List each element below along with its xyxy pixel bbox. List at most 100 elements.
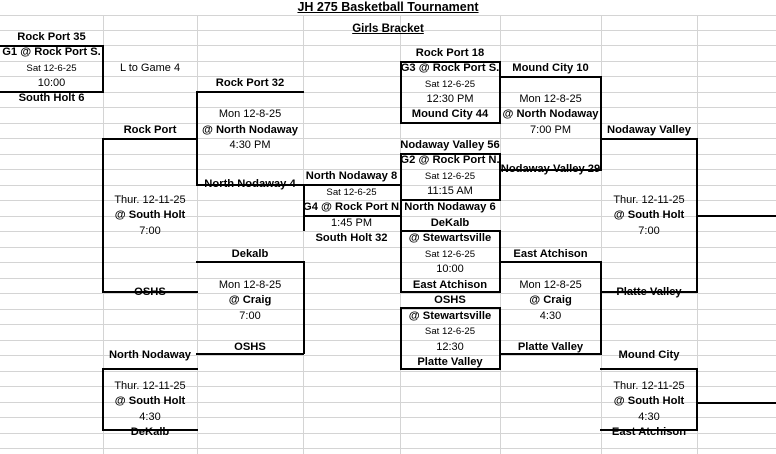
game-top-team: Nodaway Valley 56: [400, 139, 500, 151]
game-bottom-team: Platte Valley: [417, 356, 483, 368]
bracket-line: [102, 138, 198, 140]
round3-date: Thur. 12-11-25: [114, 194, 186, 206]
bracket-line: [499, 169, 602, 171]
grid-line-h: [0, 448, 776, 449]
bracket-line: [102, 368, 198, 370]
bracket-line: [102, 429, 198, 431]
round2-date: Mon 12-8-25: [519, 93, 582, 105]
bracket-line: [102, 291, 198, 293]
bracket-line: [102, 138, 104, 293]
bracket-line: [600, 429, 698, 431]
bracket-line: [0, 91, 104, 93]
bracket-subtitle-text: Girls Bracket: [352, 23, 424, 35]
bracket-line: [499, 61, 501, 123]
bracket-line: [600, 261, 602, 354]
grid-line-h: [0, 92, 776, 93]
bracket-line: [303, 215, 402, 217]
page-title-text: JH 275 Basketball Tournament: [297, 0, 479, 14]
round3-date: Thur. 12-11-25: [613, 194, 685, 206]
bracket-line: [600, 368, 698, 370]
bracket-line: [400, 307, 402, 369]
game-date: Sat 12-6-25: [424, 79, 476, 90]
round2-date: Mon 12-8-25: [218, 279, 282, 291]
bracket-line: [600, 76, 602, 170]
round2-time: 4:30 PM: [229, 139, 271, 151]
grid-line-h: [0, 138, 776, 139]
grid-line-h: [0, 371, 776, 372]
bracket-line: [400, 61, 402, 123]
grid-line-v: [197, 15, 198, 454]
game-time: 12:30: [436, 341, 464, 353]
game-top-team: OSHS: [434, 294, 466, 306]
round2-bottom-team: Nodaway Valley 29: [500, 163, 601, 175]
bracket-line: [303, 261, 305, 354]
game-matchup: G2 @ Rock Port N.: [400, 154, 500, 166]
round3-bottom-team: OSHS: [134, 286, 166, 298]
bracket-line: [499, 261, 602, 263]
bracket-line: [102, 45, 104, 92]
game-date: Sat 12-6-25: [326, 187, 377, 198]
game-matchup: G3 @ Rock Port S.: [400, 62, 500, 74]
bracket-line: [400, 122, 501, 124]
bracket-line: [303, 184, 402, 186]
game-time: 1:45 PM: [331, 217, 372, 229]
game-time: 10:00: [436, 263, 464, 275]
game-date: Sat 12-6-25: [26, 63, 77, 74]
round2-venue: @ Craig: [228, 294, 272, 306]
game-top-team: North Nodaway 8: [305, 170, 398, 182]
round3-venue: @ South Holt: [114, 209, 186, 221]
grid-line-h: [0, 433, 776, 434]
round3-top-team: Nodaway Valley: [607, 124, 691, 136]
grid-line-h: [0, 15, 776, 16]
round2-time: 7:00: [239, 310, 261, 322]
game-time: 10:00: [37, 77, 66, 89]
grid-line-h: [0, 293, 776, 294]
bracket-line: [696, 402, 776, 404]
round2-time: 4:30: [539, 310, 562, 322]
bracket-subtitle: Girls Bracket: [300, 22, 476, 37]
bracket-line: [400, 153, 402, 200]
round2-venue: @ Craig: [529, 294, 572, 306]
round2-top-team: East Atchison: [513, 248, 588, 260]
grid-line-h: [0, 340, 776, 341]
grid-line-v: [601, 15, 602, 454]
round2-venue: @ North Nodaway: [201, 124, 299, 136]
grid-line-h: [0, 76, 776, 77]
grid-line-h: [0, 107, 776, 108]
grid-line-h: [0, 386, 776, 387]
round2-top-team: Mound City 10: [512, 62, 589, 74]
round3-top-team: North Nodaway: [108, 349, 192, 361]
bracket-line: [400, 368, 501, 370]
grid-line-h: [0, 355, 776, 356]
round2-top-team: Rock Port 32: [215, 77, 285, 89]
round3-venue: @ South Holt: [613, 395, 685, 407]
page-title: JH 275 Basketball Tournament: [188, 0, 588, 15]
bracket-line: [196, 353, 304, 355]
grid-line-h: [0, 169, 776, 170]
grid-line-h: [0, 154, 776, 155]
game-matchup: G4 @ Rock Port N.: [303, 201, 403, 213]
bracket-line: [196, 261, 304, 263]
bracket-line: [499, 76, 602, 78]
game-date: Sat 12-6-25: [424, 249, 476, 260]
round2-bottom-team: Platte Valley: [517, 341, 584, 353]
grid-line-h: [0, 278, 776, 279]
round2-time: 7:00 PM: [530, 124, 571, 136]
bracket-line: [400, 230, 402, 292]
round3-time: 4:30: [139, 411, 161, 423]
game-bottom-team: East Atchison: [412, 279, 488, 291]
game-matchup: @ Stewartsville: [408, 232, 492, 244]
game-time: 11:15 AM: [427, 185, 473, 197]
round3-time: 4:30: [638, 411, 660, 423]
bracket-line: [102, 368, 104, 430]
game-bottom-team: Mound City 44: [411, 108, 489, 120]
round3-bottom-team: Platte Valley: [616, 286, 682, 298]
grid-line-v: [303, 15, 304, 454]
game-date: Sat 12-6-25: [424, 326, 476, 337]
bracket-line: [499, 307, 501, 369]
bracket-line: [600, 291, 698, 293]
round2-venue: @ North Nodaway: [502, 108, 599, 120]
bracket-line: [600, 138, 698, 140]
bracket-line: [196, 91, 304, 93]
grid-line-h: [0, 231, 776, 232]
